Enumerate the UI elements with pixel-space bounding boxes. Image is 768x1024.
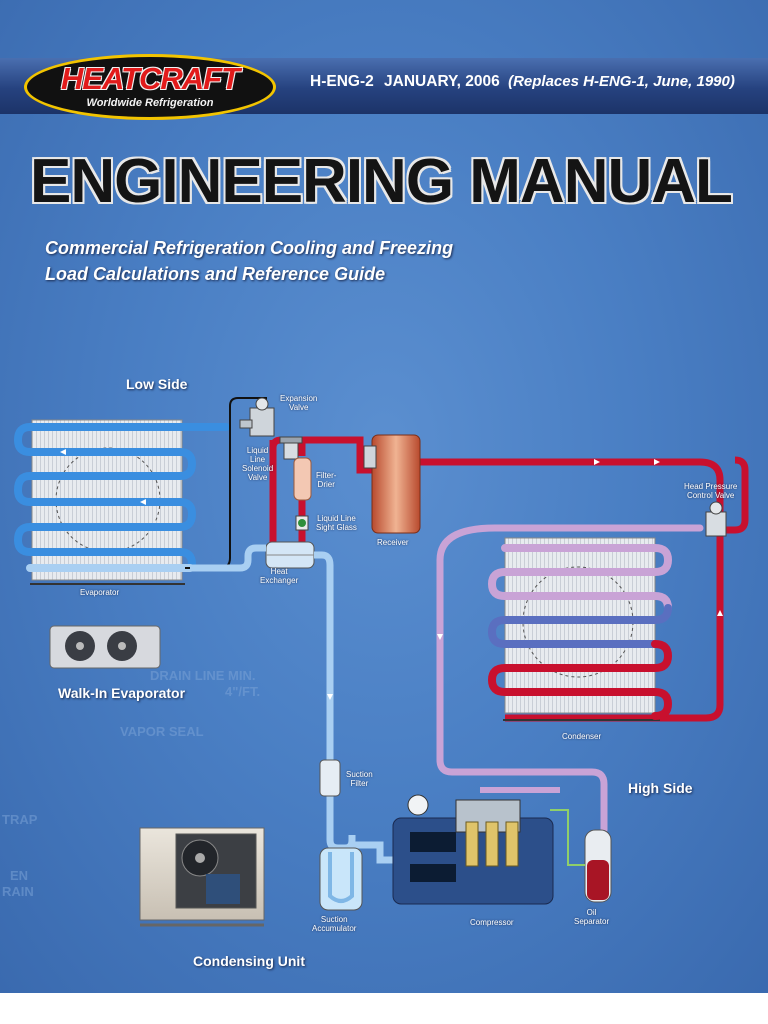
sight-glass (295, 515, 309, 531)
compressor (392, 787, 560, 905)
label-suction-filter: Suction Filter (346, 770, 373, 788)
bg-drain-line-text: DRAIN LINE MIN. (150, 668, 256, 683)
walk-in-evaporator-unit (49, 625, 161, 669)
suction-filter (319, 759, 341, 797)
condenser-coil (503, 537, 660, 721)
bg-per-foot-text: 4"/FT. (225, 684, 261, 699)
label-oil-separator: Oil Separator (574, 908, 610, 926)
refrigeration-diagram (13, 397, 749, 927)
high-side-heading: High Side (628, 780, 693, 796)
logo-tagline: Worldwide Refrigeration (86, 97, 214, 109)
solenoid-valve (279, 436, 303, 460)
label-condenser: Condenser (562, 732, 602, 741)
suction-accumulator (319, 847, 363, 911)
bg-en-text: EN (10, 868, 29, 883)
label-expansion-valve: Expansion Valve (280, 394, 318, 412)
bg-vapor-seal-text: VAPOR SEAL (120, 724, 204, 739)
label-heat-exchanger: Heat Exchanger (260, 567, 299, 585)
head-pressure-control-valve (705, 501, 727, 537)
flow-arrows (60, 449, 723, 700)
filter-drier (293, 457, 312, 501)
label-solenoid-valve: Liquid Line Solenoid Valve (242, 446, 274, 482)
heatcraft-logo: HEATCRAFT Worldwide Refrigeration (24, 54, 276, 120)
evaporator-tubes (13, 423, 230, 572)
doc-date: JANUARY, 2006 (384, 73, 500, 90)
receiver-tank (363, 434, 421, 534)
doc-replaces: (Replaces H-ENG-1, June, 1990) (508, 73, 735, 90)
label-filter-drier: Filter- Drier (316, 471, 337, 489)
label-suction-accumulator: Suction Accumulator (312, 915, 357, 933)
cover-background: DRAIN LINE MIN. 4"/FT. VAPOR SEAL TRAP E… (0, 0, 768, 993)
label-compressor: Compressor (470, 918, 514, 927)
oil-separator (550, 809, 612, 903)
condensing-unit-caption: Condensing Unit (193, 953, 305, 969)
condensing-unit (139, 827, 265, 927)
subtitle-line-1: Commercial Refrigeration Cooling and Fre… (45, 238, 454, 258)
bg-rain-text: RAIN (2, 884, 34, 899)
low-side-heading: Low Side (126, 376, 188, 392)
label-evaporator: Evaporator (80, 588, 120, 597)
manual-title: ENGINEERING MANUAL (30, 147, 733, 216)
bg-trap-text: TRAP (2, 812, 38, 827)
label-receiver: Receiver (377, 538, 409, 547)
subtitle-line-2: Load Calculations and Reference Guide (45, 264, 386, 284)
walk-in-evaporator-caption: Walk-In Evaporator (58, 685, 186, 701)
label-sight-glass: Liquid Line Sight Glass (316, 514, 357, 532)
document-info: H-ENG-2 JANUARY, 2006 (Replaces H-ENG-1,… (310, 73, 762, 91)
doc-number: H-ENG-2 (310, 73, 374, 90)
logo-wordmark: HEATCRAFT (60, 61, 240, 96)
heat-exchanger (265, 541, 315, 569)
label-head-pressure-valve: Head Pressure Control Valve (684, 482, 738, 500)
expansion-valve (239, 397, 275, 437)
condenser-tubes (436, 524, 704, 834)
